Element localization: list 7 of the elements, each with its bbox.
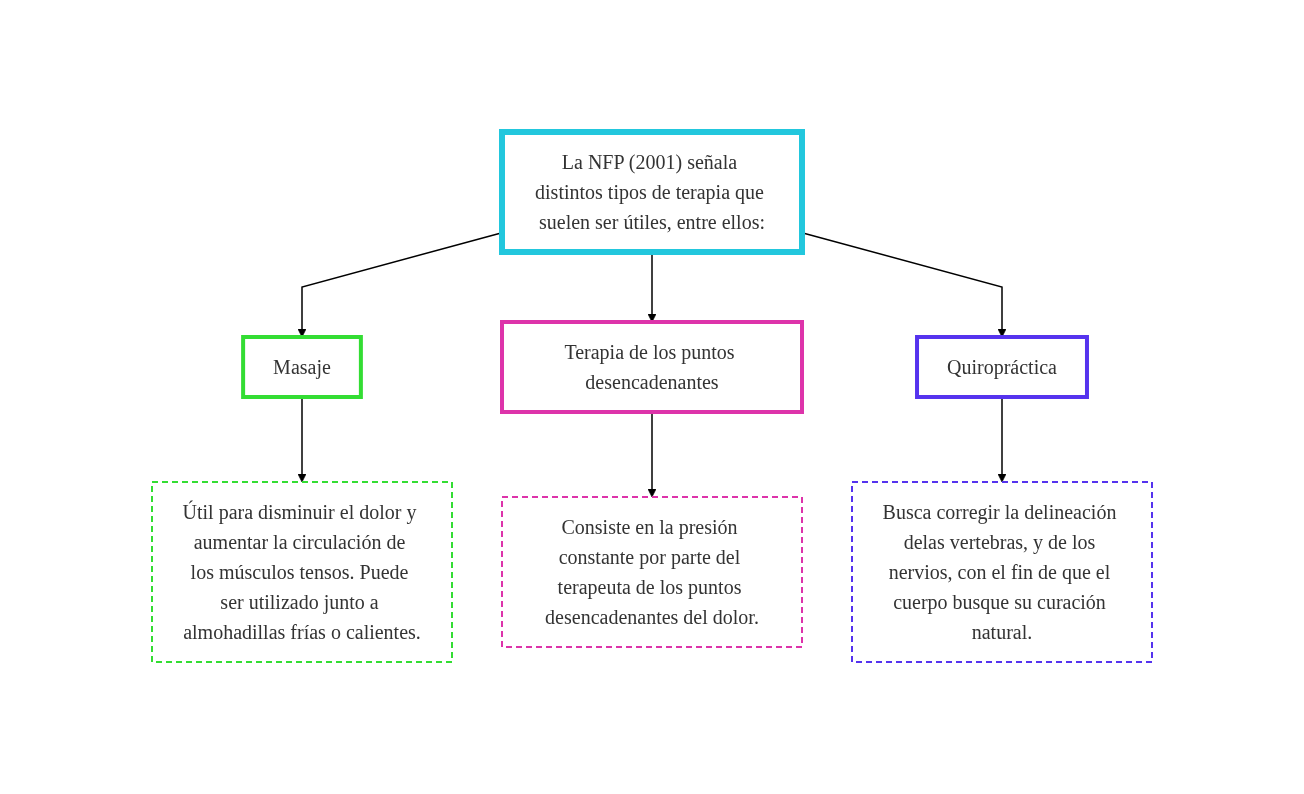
node-box: Masaje: [241, 335, 363, 399]
node-box: Quiropráctica: [915, 335, 1089, 399]
node-box: La NFP (2001) señala distintos tipos de terapia que suelen ser útiles, entre ellos:: [499, 129, 805, 255]
node-box: Busca corregir la delineación delas vertebras, y de los nervios, con el fin de que el cuerpo busque su curación natural.: [851, 481, 1153, 663]
node-box: Terapia de los puntos desencadenantes: [500, 320, 804, 414]
node-box: Consiste en la presión constante por parte del terapeuta de los puntos desencadenantes del dolor.: [501, 496, 803, 648]
node-box: Útil para disminuir el dolor y aumentar la circulación de los músculos tensos. Puede ser utilizado junto a almohadillas frías o calientes.: [151, 481, 453, 663]
